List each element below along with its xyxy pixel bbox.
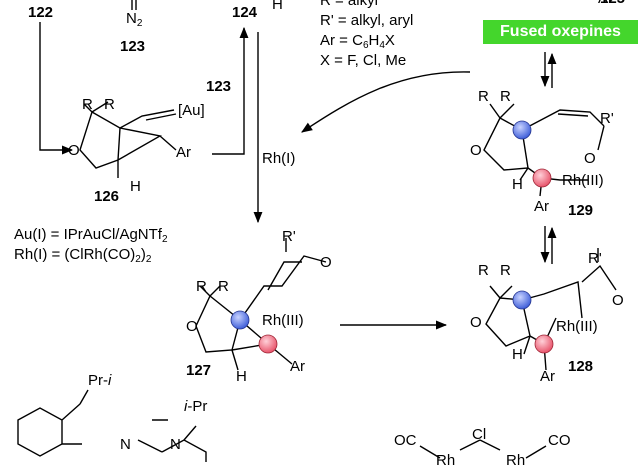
compound-128: 128 <box>568 358 594 375</box>
atom-o-126: O <box>68 142 80 159</box>
compound-123-top: 123 <box>120 38 146 55</box>
label-oc: OC <box>394 432 417 449</box>
atom-r-127a: R <box>196 278 207 295</box>
atom-r-129b: R <box>500 88 511 105</box>
catalyst-rh: Rh(I) = (ClRh(CO)2)2 <box>14 246 152 265</box>
compound-125: 125 <box>600 0 625 7</box>
compound-123-arrow: 123 <box>206 78 232 95</box>
atom-r-128b: R <box>500 262 511 279</box>
atom-r-126b: R <box>104 96 115 113</box>
structure-rh-dimer <box>419 439 547 459</box>
atom-rh3-127: Rh(III) <box>262 312 304 329</box>
atom-rh3-128: Rh(III) <box>556 318 598 335</box>
atom-au-126: [Au] <box>178 102 205 119</box>
label-pr-i: Pr-i <box>88 372 112 389</box>
compound-127: 127 <box>186 362 212 379</box>
def-rprime: R' = alkyl, aryl <box>320 12 414 29</box>
arrow-122-to-126 <box>39 22 74 155</box>
atom-rprime-128: R' <box>588 250 602 267</box>
atom-h-126: H <box>130 178 141 195</box>
atom-n-right: N <box>170 436 181 453</box>
atom-o-127-ketone: O <box>320 254 332 271</box>
atom-n2: N2 <box>126 10 143 29</box>
marker-blue-128 <box>512 290 532 310</box>
marker-red-128 <box>534 334 554 354</box>
def-r: R = alkyl <box>320 0 378 9</box>
arrow-126-to-124 <box>212 26 249 155</box>
atom-r-127b: R <box>218 278 229 295</box>
marker-red-127 <box>258 334 278 354</box>
marker-red-129 <box>532 168 552 188</box>
atom-o-127: O <box>186 318 198 335</box>
marker-blue-129 <box>512 120 532 140</box>
fused-oxepines-badge: Fused oxepines <box>483 20 638 44</box>
atom-o-128-ketone: O <box>612 292 624 309</box>
atom-n-left: N <box>120 436 131 453</box>
structure-nhc <box>17 389 207 462</box>
marker-blue-127 <box>230 310 250 330</box>
atom-h-124: H <box>272 0 283 13</box>
compound-124: 124 <box>232 4 258 21</box>
atom-rprime-127: R' <box>282 228 296 245</box>
atom-r-128a: R <box>478 262 489 279</box>
catalyst-au: Au(I) = IPrAuCl/AgNTf2 <box>14 226 168 245</box>
compound-122: 122 <box>28 4 54 21</box>
atom-h-128: H <box>512 346 523 363</box>
def-ar: Ar = C6H4X <box>320 32 395 51</box>
atom-o-129: O <box>470 142 482 159</box>
atom-ar-128: Ar <box>540 368 555 385</box>
atom-ar-127: Ar <box>290 358 305 375</box>
atom-r-129a: R <box>478 88 489 105</box>
atom-r-126a: R <box>82 96 93 113</box>
atom-rprime-129: R' <box>600 110 614 127</box>
label-cl: Cl <box>472 426 487 443</box>
atom-o-129-ring: O <box>584 150 596 167</box>
label-rh-left: Rh <box>436 452 456 469</box>
structure-126 <box>79 101 177 178</box>
atom-h-129: H <box>512 176 523 193</box>
label-i-pr: i-Pr <box>184 398 208 415</box>
label-rh1: Rh(I) <box>262 150 296 167</box>
atom-ar-126: Ar <box>176 144 191 161</box>
atom-rh3-129: Rh(III) <box>562 172 604 189</box>
atom-ar-129: Ar <box>534 198 549 215</box>
arrow-to-rh1 <box>301 71 471 133</box>
compound-126: 126 <box>94 188 120 205</box>
label-co: CO <box>548 432 571 449</box>
def-x: X = F, Cl, Me <box>320 52 407 69</box>
compound-129: 129 <box>568 202 594 219</box>
atom-h-127: H <box>236 368 247 385</box>
label-rh-right: Rh <box>506 452 526 469</box>
atom-ar-125: Ar <box>598 0 613 7</box>
atom-o-128: O <box>470 314 482 331</box>
